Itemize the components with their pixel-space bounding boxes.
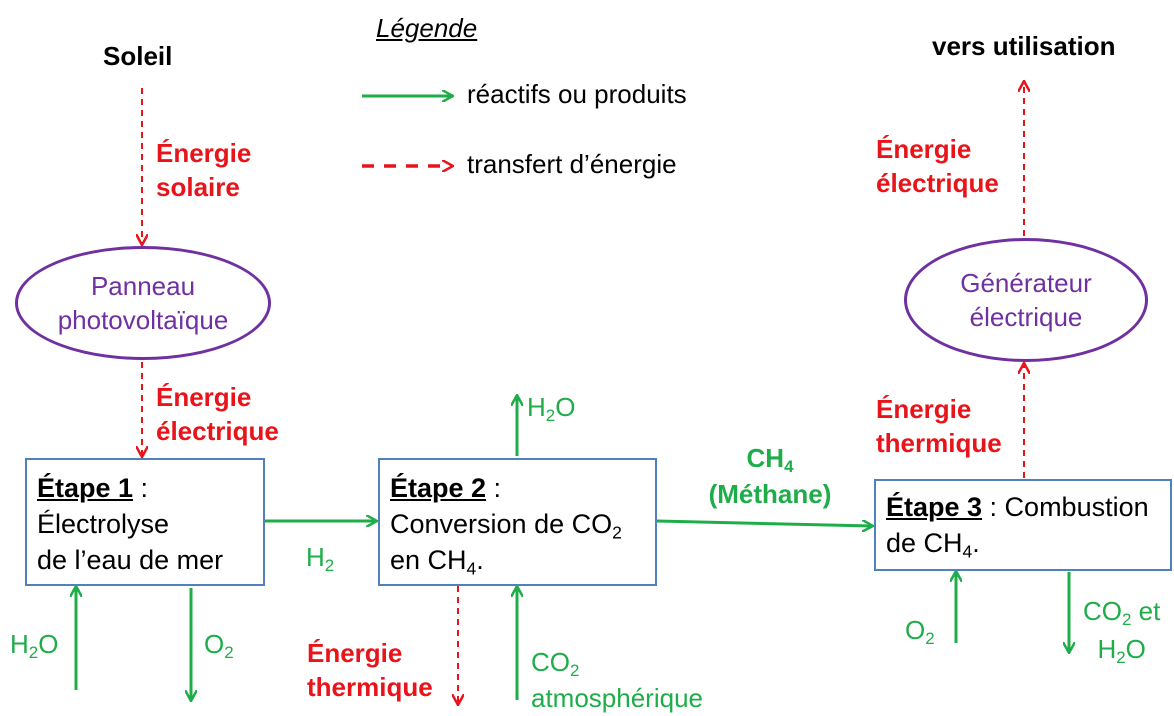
legend-title: Légende xyxy=(376,13,478,43)
arrow-ch4-etape2-to-etape3 xyxy=(656,519,872,526)
co2-in-etape2-label: CO2 atmosphérique xyxy=(531,647,703,713)
soleil-label: Soleil xyxy=(103,41,173,71)
etape3-box: Étape 3 : Combustion de CH4. xyxy=(874,479,1172,571)
etape2-line2: en CH4. xyxy=(390,545,484,579)
vers-utilisation-label: vers utilisation xyxy=(932,31,1116,61)
ch4-flow-label: CH4 (Méthane) xyxy=(708,443,832,509)
etape3-title: Étape 3 xyxy=(886,492,983,522)
etape3-line2: de CH4. xyxy=(886,528,980,562)
o2-out-etape1-label: O2 xyxy=(204,629,234,663)
h2-flow-label: H2 xyxy=(306,542,335,576)
etape2-line1: Conversion de CO2 xyxy=(390,509,622,543)
etape1-box: Étape 1 : Électrolyse de l’eau de mer xyxy=(25,458,265,586)
co2-h2o-out-etape3-label: CO2 et H2O xyxy=(1083,596,1161,668)
o2-in-etape3-label: O2 xyxy=(905,615,935,649)
etape1-line1: Électrolyse xyxy=(37,509,170,539)
legend-reactifs-label: réactifs ou produits xyxy=(467,79,687,109)
legend-transfert-label: transfert d’énergie xyxy=(467,149,677,179)
etape2-box: Étape 2 : Conversion de CO2 en CH4. xyxy=(378,458,657,586)
etape2-title: Étape 2 xyxy=(390,473,487,503)
etape1-title: Étape 1 xyxy=(37,473,134,503)
h2o-in-etape1-label: H2O xyxy=(10,629,59,663)
h2o-out-etape2-label: H2O xyxy=(527,392,576,426)
etape1-line2: de l’eau de mer xyxy=(37,545,224,575)
